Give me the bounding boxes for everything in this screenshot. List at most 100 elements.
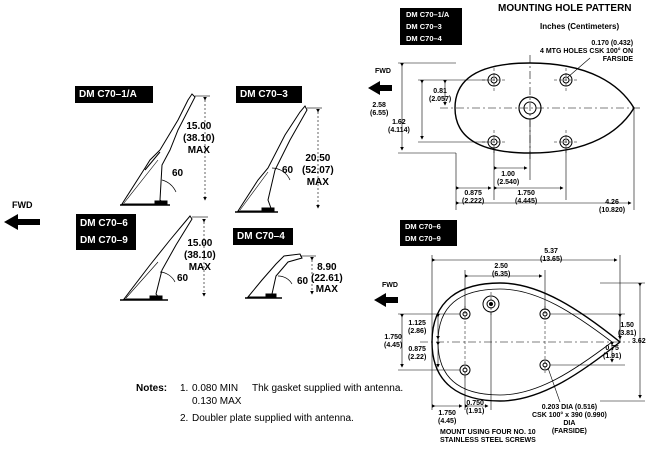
bottom-dim-0-75: 0.75 (1.91) bbox=[603, 345, 621, 361]
note-2-number: 2. bbox=[180, 413, 189, 424]
label-c70-3: DM C70–3 bbox=[236, 86, 302, 103]
c70-6-9-height-dim: 15.00 (38.10) MAX bbox=[184, 238, 216, 274]
bottom-dim-0-875-cm: (2.22) bbox=[408, 354, 427, 361]
bottom-dim-1-50-cm: (3.81) bbox=[618, 330, 637, 337]
antenna-c70-3-drawing bbox=[235, 105, 322, 213]
top-dim-4-26-cm: (10.820) bbox=[599, 207, 626, 214]
top-dim-2-58-in: 2.58 bbox=[372, 102, 386, 109]
bottom-dim-1-50-in: 1.50 bbox=[620, 322, 634, 329]
c70-1a-max: MAX bbox=[187, 145, 210, 156]
c70-1a-height: 15.00 bbox=[186, 121, 212, 132]
c70-4-height: 8.90 bbox=[317, 262, 337, 273]
top-label-c70-4: DM C70–4 bbox=[406, 34, 442, 43]
fwd-label-left: FWD bbox=[12, 200, 33, 210]
c70-6-9-height: 15.00 bbox=[187, 238, 213, 249]
top-pattern-model-labels: DM C70–1/A DM C70–3 DM C70–4 bbox=[400, 8, 462, 45]
bottom-dim-1-750-left-cm: (4.45) bbox=[384, 342, 403, 349]
note-1-number: 1. bbox=[180, 383, 189, 394]
c70-3-height-cm: (52.07) bbox=[302, 165, 334, 176]
bottom-dim-1-750-bottom: 1.750 (4.45) bbox=[438, 410, 456, 426]
top-dim-0-875: 0.875 (2.222) bbox=[462, 190, 484, 206]
top-label-c70-3: DM C70–3 bbox=[406, 22, 442, 31]
top-dim-1-00-in: 1.00 bbox=[501, 171, 515, 178]
top-dim-1-750: 1.750 (4.445) bbox=[515, 190, 537, 206]
top-dim-2-58: 2.58 (6.55) bbox=[370, 102, 388, 118]
label-c70-1a: DM C70–1/A bbox=[75, 86, 153, 103]
top-dim-0-875-in: 0.875 bbox=[464, 190, 482, 197]
c70-3-height-dim: 20.50 (52.07) MAX bbox=[302, 153, 334, 189]
c70-4-height-cm: (22.61) bbox=[311, 273, 343, 284]
bottom-dim-0-750: 0.750 (1.91) bbox=[466, 400, 484, 416]
bottom-dim-0-875-in: 0.875 bbox=[408, 346, 426, 353]
top-hole-note: 0.170 (0.432) 4 MTG HOLES CSK 100° ON FA… bbox=[540, 40, 634, 64]
c70-3-max: MAX bbox=[306, 177, 329, 188]
note-2-text: Doubler plate supplied with antenna. bbox=[192, 413, 354, 424]
c70-1a-height-cm: (38.10) bbox=[183, 133, 215, 144]
top-dim-0-81-in: 0.81 bbox=[433, 88, 447, 95]
fwd-arrow-bottom bbox=[374, 293, 398, 307]
bottom-label-c70-6: DM C70–6 bbox=[405, 222, 441, 231]
c70-4-angle: 60 bbox=[297, 276, 309, 287]
top-dim-2-58-cm: (6.55) bbox=[370, 110, 389, 117]
label-c70-6: DM C70–6 bbox=[80, 218, 128, 229]
top-dim-1-62-in: 1.62 bbox=[392, 119, 406, 126]
top-dim-1-62: 1.62 (4.114) bbox=[388, 119, 410, 135]
antenna-c70-4-drawing bbox=[245, 253, 316, 299]
fwd-label-top: FWD bbox=[375, 68, 391, 75]
bottom-hole-note-line1: 0.203 DIA (0.516) bbox=[541, 404, 598, 411]
top-dim-1-00: 1.00 (2.540) bbox=[497, 171, 519, 187]
bottom-dim-0-875: 0.875 (2.22) bbox=[408, 346, 426, 362]
bottom-dim-2-50: 2.50 (6.35) bbox=[492, 263, 510, 279]
mount-note-line1: MOUNT USING FOUR NO. 10 bbox=[440, 429, 536, 436]
bottom-dim-5-37-in: 5.37 bbox=[544, 248, 558, 255]
c70-3-height: 20.50 bbox=[305, 153, 331, 164]
top-dim-1-62-cm: (4.114) bbox=[388, 127, 410, 134]
label-c70-6-9: DM C70–6 DM C70–9 bbox=[76, 214, 136, 250]
top-dim-4-26: 4.26 (10.820) bbox=[599, 199, 625, 215]
note-1-text: Thk gasket supplied with antenna. bbox=[252, 383, 404, 394]
c70-6-9-height-cm: (38.10) bbox=[184, 250, 216, 261]
mount-note-line2: STAINLESS STEEL SCREWS bbox=[440, 437, 536, 444]
bottom-dim-2-50-in: 2.50 bbox=[494, 263, 508, 270]
c70-4-max: MAX bbox=[315, 284, 338, 295]
notes-title: Notes: bbox=[136, 383, 168, 394]
bottom-dim-5-37-cm: (13.65) bbox=[540, 256, 563, 263]
bottom-dim-1-750-bottom-cm: (4.45) bbox=[438, 418, 457, 425]
fwd-arrow-top bbox=[368, 81, 392, 95]
c70-6-9-angle: 60 bbox=[177, 273, 189, 284]
top-label-c70-1a: DM C70–1/A bbox=[406, 10, 450, 19]
label-c70-9: DM C70–9 bbox=[80, 235, 128, 246]
top-hole-note-line3: FARSIDE bbox=[602, 56, 634, 63]
bottom-mounting-pattern bbox=[398, 255, 645, 410]
bottom-dim-1-125: 1.125 (2.86) bbox=[408, 320, 426, 336]
bottom-dim-1-125-in: 1.125 bbox=[408, 320, 426, 327]
top-dim-0-875-cm: (2.222) bbox=[462, 198, 485, 205]
bottom-dim-2-50-cm: (6.35) bbox=[492, 271, 511, 278]
c70-1a-angle: 60 bbox=[172, 168, 184, 179]
antenna-c70-6-9-drawing bbox=[120, 215, 208, 301]
antenna-c70-1a-drawing bbox=[120, 93, 210, 206]
units-label: Inches (Centimeters) bbox=[540, 22, 620, 31]
bottom-dim-1-750-bottom-in: 1.750 bbox=[438, 410, 456, 417]
bottom-dim-0-750-in: 0.750 bbox=[466, 400, 484, 407]
bottom-dim-1-125-cm: (2.86) bbox=[408, 328, 427, 335]
bottom-pattern-model-labels: DM C70–6 DM C70–9 bbox=[400, 220, 457, 246]
top-dim-1-750-in: 1.750 bbox=[517, 190, 535, 197]
c70-4-height-dim: 8.90 (22.61) MAX bbox=[311, 262, 343, 295]
bottom-dim-1-750-left: 1.750 (4.45) bbox=[384, 334, 402, 350]
bottom-dim-5-37: 5.37 (13.65) bbox=[540, 248, 562, 264]
c70-6-9-max: MAX bbox=[188, 262, 211, 273]
bottom-dim-1-50: 1.50 (3.81) bbox=[618, 322, 636, 338]
top-hole-note-line2: 4 MTG HOLES CSK 100° ON bbox=[540, 48, 634, 55]
label-c70-4: DM C70–4 bbox=[233, 228, 293, 245]
top-mounting-pattern bbox=[398, 55, 640, 210]
top-dim-1-750-cm: (4.445) bbox=[515, 198, 538, 205]
fwd-arrow-left bbox=[4, 214, 40, 230]
bottom-dim-0-750-cm: (1.91) bbox=[466, 408, 485, 415]
top-dim-4-26-in: 4.26 bbox=[605, 199, 619, 206]
bottom-hole-note: 0.203 DIA (0.516) CSK 100° x 390 (0.990)… bbox=[532, 404, 607, 436]
note-1-max: 0.130 MAX bbox=[192, 396, 242, 407]
bottom-hole-note-line3: DIA bbox=[563, 420, 576, 427]
bottom-label-c70-9: DM C70–9 bbox=[405, 234, 441, 243]
